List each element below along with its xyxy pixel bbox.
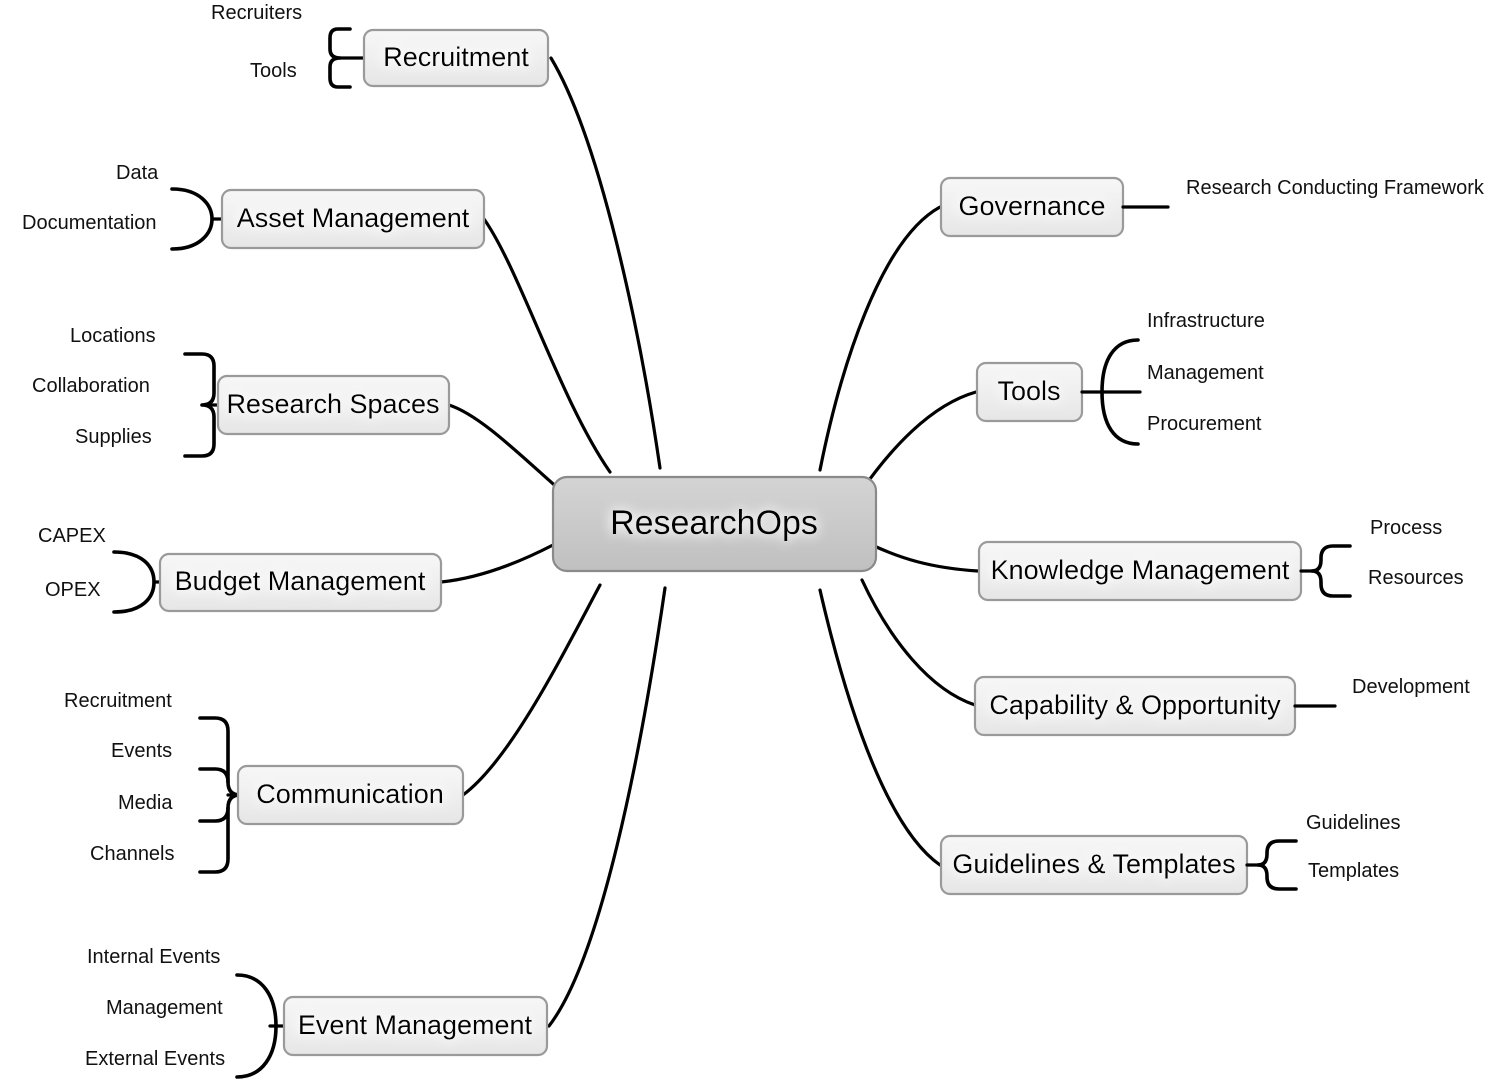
group-governance: Governance Research Conducting Framework: [939, 176, 1492, 238]
leaf-label-internal-events: Internal Events: [87, 946, 220, 968]
node-guidelines-templates-label: Guidelines & Templates: [952, 849, 1235, 879]
leaf-label-data: Data: [116, 162, 159, 184]
bracket-tools: [1100, 338, 1140, 446]
leaf-label-management-event: Management: [106, 997, 223, 1019]
bracket-communication-inner: [198, 767, 230, 823]
leaf-label-documentation: Documentation: [22, 212, 157, 234]
connector-governance: [818, 205, 942, 472]
connector-budget-management: [439, 543, 555, 584]
group-recruitment: Recruitment Recruiters Tools: [185, 2, 550, 91]
node-governance-label: Governance: [958, 191, 1105, 221]
connector-guidelines-templates: [818, 588, 942, 867]
leaf-label-infrastructure: Infrastructure: [1147, 310, 1265, 332]
node-root-researchops[interactable]: [551, 475, 878, 573]
node-recruitment[interactable]: [362, 28, 550, 88]
leaf-label-events: Events: [111, 740, 172, 762]
node-asset-management-label: Asset Management: [237, 203, 470, 233]
leaf-label-capex: CAPEX: [38, 525, 106, 547]
connector-capability-opportunity: [860, 578, 977, 707]
group-asset-management: Asset Management Data Documentation: [10, 162, 486, 253]
group-event-management: Event Management Internal Events Managem…: [68, 946, 549, 1081]
node-communication-label: Communication: [256, 779, 444, 809]
leaf-label-collaboration: Collaboration: [32, 375, 150, 397]
node-root-label: ResearchOps: [610, 504, 818, 542]
group-knowledge-management: Knowledge Management Process Resources: [977, 517, 1490, 602]
leaf-label-channels: Channels: [90, 843, 175, 865]
bracket-budget-management: [112, 550, 156, 614]
group-capability-opportunity: Capability & Opportunity Development: [973, 675, 1492, 737]
node-event-management-label: Event Management: [298, 1010, 533, 1040]
leaf-label-process: Process: [1370, 517, 1442, 539]
node-recruitment-label: Recruitment: [383, 42, 529, 72]
bracket-guidelines-templates: [1256, 839, 1298, 891]
node-communication[interactable]: [236, 764, 465, 826]
connector-event-management: [547, 586, 667, 1028]
connector-recruitment: [549, 56, 662, 470]
leaf-label-supplies: Supplies: [75, 426, 152, 448]
leaf-label-development: Development: [1352, 676, 1470, 698]
node-event-management[interactable]: [282, 995, 549, 1057]
bracket-knowledge-management: [1310, 544, 1352, 598]
node-research-spaces-label: Research Spaces: [226, 389, 439, 419]
node-budget-management-label: Budget Management: [175, 566, 426, 596]
leaf-label-recruitment-comm: Recruitment: [64, 690, 172, 712]
connector-knowledge-management: [870, 543, 980, 573]
node-knowledge-management-label: Knowledge Management: [991, 555, 1290, 585]
bracket-asset-management: [170, 187, 214, 251]
leaf-label-locations: Locations: [70, 325, 156, 347]
leaf-label-media: Media: [118, 792, 173, 814]
group-root: ResearchOps: [551, 475, 878, 573]
group-research-spaces: Research Spaces Locations Collaboration …: [18, 325, 451, 460]
leaf-label-tools-recruitment: Tools: [250, 60, 297, 82]
bracket-event-management: [235, 973, 278, 1079]
group-guidelines-templates: Guidelines & Templates Guidelines Templa…: [939, 812, 1425, 896]
connector-asset-management: [482, 217, 612, 474]
leaf-label-procurement: Procurement: [1147, 413, 1262, 435]
group-tools: Tools Infrastructure Management Procurem…: [975, 310, 1277, 448]
node-research-spaces[interactable]: [216, 374, 451, 436]
leaf-label-external-events: External Events: [85, 1048, 225, 1070]
connector-tools: [860, 390, 978, 492]
node-budget-management[interactable]: [158, 552, 443, 613]
leaf-label-management-tools: Management: [1147, 362, 1264, 384]
connector-research-spaces: [447, 403, 562, 492]
leaf-label-research-conducting-framework: Research Conducting Framework: [1186, 177, 1485, 199]
leaf-label-templates: Templates: [1308, 860, 1399, 882]
main-connectors: [439, 56, 980, 1028]
node-capability-opportunity-label: Capability & Opportunity: [989, 690, 1281, 720]
leaf-label-opex: OPEX: [45, 579, 101, 601]
node-asset-management[interactable]: [220, 188, 486, 250]
connector-communication: [461, 583, 602, 797]
group-budget-management: Budget Management CAPEX OPEX: [18, 525, 443, 616]
leaf-label-guidelines: Guidelines: [1306, 812, 1401, 834]
group-communication: Communication Recruitment Events Media C…: [46, 690, 465, 876]
leaf-label-resources: Resources: [1368, 567, 1464, 589]
node-tools-label: Tools: [997, 376, 1060, 406]
leaf-label-recruiters: Recruiters: [211, 2, 302, 24]
